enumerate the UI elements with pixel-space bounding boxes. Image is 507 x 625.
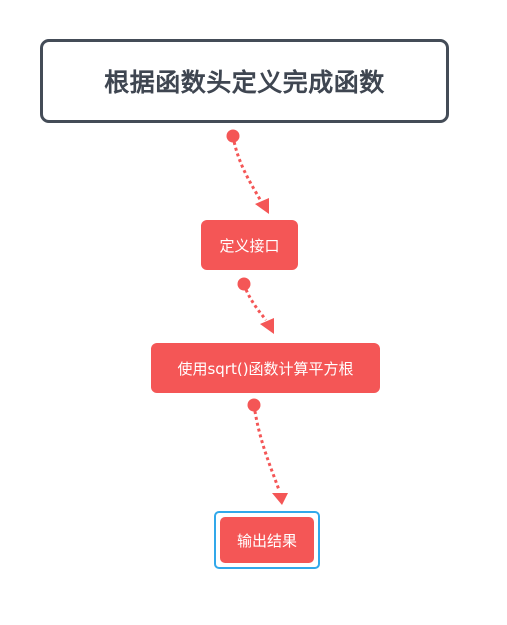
connector-line [231, 135, 264, 204]
selected-node-outline [214, 511, 320, 569]
connector-step-1-to-step-2 [237, 277, 274, 334]
connector-start-dot [247, 398, 261, 412]
connector-arrowhead [260, 318, 274, 334]
connector-line [252, 404, 281, 491]
connector-title-to-step-1 [226, 129, 269, 214]
step-node-sqrt[interactable]: 使用sqrt()函数计算平方根 [151, 343, 380, 393]
root-topic-node[interactable]: 根据函数头定义完成函数 [40, 39, 449, 123]
connector-line [242, 283, 268, 321]
connector-arrowhead [255, 198, 269, 214]
connector-step-2-to-step-3 [247, 398, 288, 505]
connector-arrowhead [272, 493, 288, 505]
connector-start-dot [237, 277, 251, 291]
connector-start-dot [226, 129, 240, 143]
step-node-output-result[interactable]: 输出结果 [220, 517, 314, 563]
step-node-define-interface[interactable]: 定义接口 [201, 220, 298, 270]
